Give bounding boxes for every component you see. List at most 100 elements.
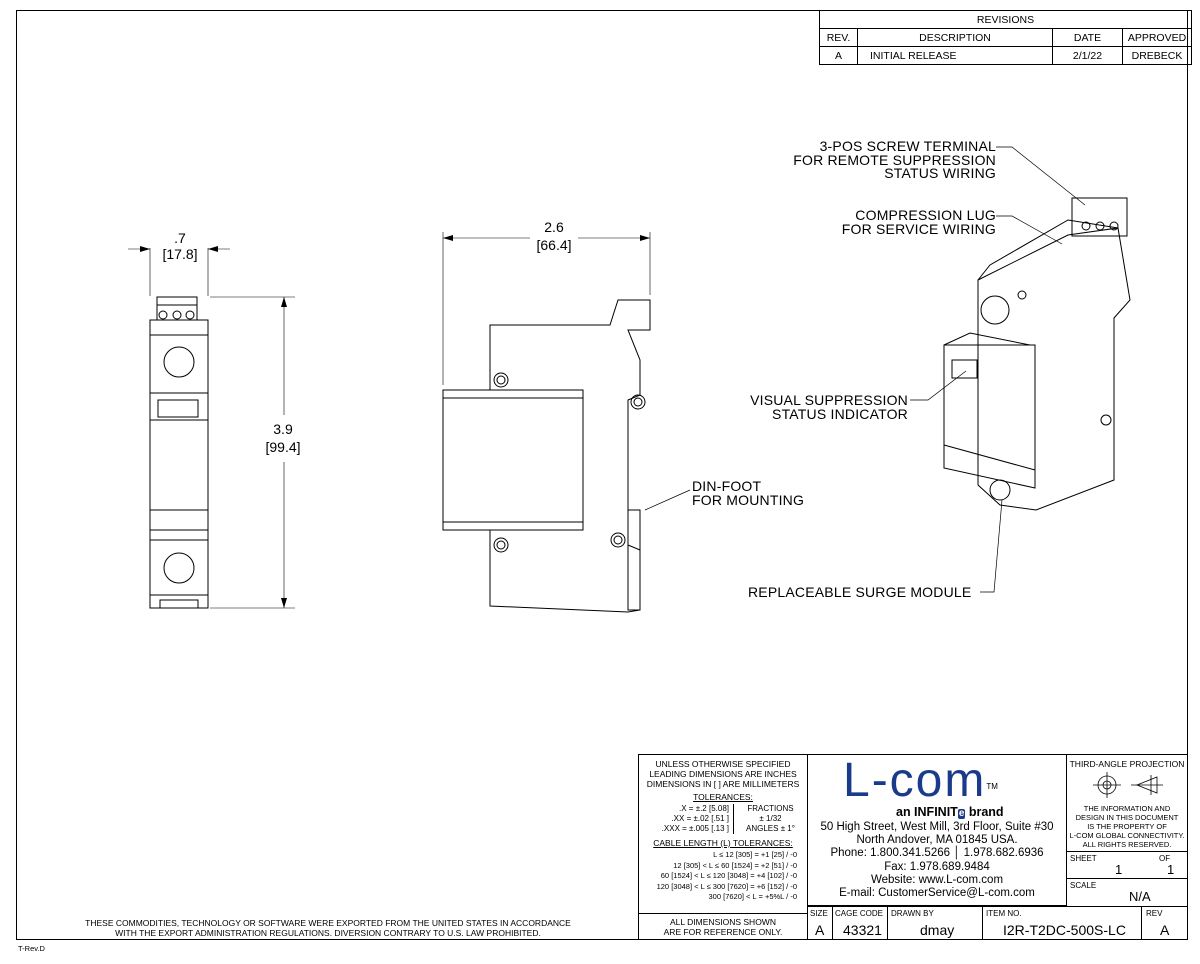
callout-line: FOR MOUNTING bbox=[692, 491, 805, 508]
template-revision: T-Rev.D bbox=[18, 944, 45, 953]
callout-line: FOR SERVICE WIRING bbox=[841, 220, 996, 237]
scale-value: N/A bbox=[1129, 889, 1151, 904]
drawn-by-value: dmay bbox=[920, 922, 955, 938]
notice-line: L-COM GLOBAL CONNECTIVITY. bbox=[1069, 831, 1185, 840]
company-contact: 50 High Street, West Mill, 3rd Floor, Su… bbox=[808, 821, 1066, 900]
surge-module-callout: REPLACEABLE SURGE MODULE bbox=[748, 584, 972, 600]
fractions-title: FRACTIONS bbox=[747, 804, 794, 813]
status-indicator-callout: VISUAL SUPPRESSION STATUS INDICATOR bbox=[730, 392, 908, 422]
side-view bbox=[442, 299, 651, 613]
header-line: DIMENSIONS IN [ ] ARE MILLIMETERS bbox=[646, 779, 800, 789]
rev-cell-block: REV A bbox=[1141, 906, 1188, 940]
cable-tolerance: 12 [305] < L ≤ 60 [1524] = +2 [51] / -0 bbox=[673, 860, 797, 870]
callout-line: COMPRESSION LUG bbox=[855, 207, 996, 223]
address-line: 50 High Street, West Mill, 3rd Floor, Su… bbox=[820, 821, 1054, 833]
reference-note: ALL DIMENSIONS SHOWN ARE FOR REFERENCE O… bbox=[639, 913, 807, 939]
scale-block: SCALE N/A bbox=[1066, 878, 1188, 907]
drawn-by-cell: DRAWN BY dmay bbox=[887, 906, 983, 940]
of-value: 1 bbox=[1167, 862, 1175, 877]
sheet-value: 1 bbox=[1115, 862, 1123, 877]
rev-value: A bbox=[1160, 922, 1170, 938]
approved-cell: DREBECK bbox=[1122, 46, 1192, 65]
export-notice: THESE COMMODITIES, TECHNOLOGY OR SOFTWAR… bbox=[20, 918, 636, 938]
tagline-text: brand bbox=[965, 805, 1004, 819]
tagline-mark: e bbox=[957, 808, 966, 819]
din-foot-callout: DIN-FOOT FOR MOUNTING bbox=[692, 478, 822, 508]
rev-label: REV bbox=[1146, 909, 1163, 918]
callout-line: DIN-FOOT bbox=[692, 478, 762, 494]
callout-line: STATUS INDICATOR bbox=[772, 405, 908, 422]
approved-header: APPROVED bbox=[1122, 28, 1192, 47]
export-line: WITH THE EXPORT ADMINISTRATION REGULATIO… bbox=[115, 928, 541, 938]
size-cell: SIZE A bbox=[807, 906, 833, 940]
company-tagline: an INFINITe brand bbox=[896, 805, 1004, 819]
decimal-tolerance: .XX = ±.02 [.51 ] bbox=[671, 814, 729, 823]
size-value: A bbox=[815, 922, 825, 938]
projection-title: THIRD-ANGLE PROJECTION bbox=[1069, 759, 1185, 769]
tolerance-values: .X = ±.2 [5.08] .XX = ±.02 [.51 ] .XXX =… bbox=[639, 804, 807, 834]
width-inches: .7 bbox=[174, 230, 186, 246]
screw-terminal-callout: 3-POS SCREW TERMINAL FOR REMOTE SUPPRESS… bbox=[770, 138, 996, 181]
sheet-label: SHEET bbox=[1070, 854, 1097, 863]
tolerances-block: UNLESS OTHERWISE SPECIFIED LEADING DIMEN… bbox=[638, 754, 808, 940]
cable-tolerance: 60 [1524] < L ≤ 120 [3048] = +4 [102] / … bbox=[660, 871, 797, 880]
cable-tolerance-title: CABLE LENGTH (L) TOLERANCES: bbox=[653, 838, 793, 848]
depth-dimension: 2.6 [66.4] bbox=[530, 218, 578, 254]
notice-line: IS THE PROPERTY OF bbox=[1087, 822, 1167, 831]
ownership-notice: THE INFORMATION AND DESIGN IN THIS DOCUM… bbox=[1067, 804, 1187, 849]
logo-text: L-com bbox=[843, 754, 987, 807]
cable-tolerances: L ≤ 12 [305] = +1 [25] / -0 12 [305] < L… bbox=[639, 850, 807, 903]
rev-header: REV. bbox=[819, 28, 858, 47]
header-line: LEADING DIMENSIONS ARE INCHES bbox=[649, 769, 797, 779]
revisions-table: REVISIONS REV. DESCRIPTION DATE APPROVED… bbox=[819, 10, 1192, 65]
company-block: L-comTM an INFINITe brand 50 High Street… bbox=[807, 754, 1067, 906]
width-dimension: .7 [17.8] bbox=[162, 230, 198, 262]
sheet-block: SHEET 1 OF 1 bbox=[1066, 851, 1188, 879]
cage-code-label: CAGE CODE bbox=[835, 909, 884, 918]
callout-line: VISUAL SUPPRESSION bbox=[750, 392, 908, 408]
callout-line: STATUS WIRING bbox=[884, 165, 996, 181]
item-number-cell: ITEM NO. I2R-T2DC-500S-LC bbox=[982, 906, 1142, 940]
drawing-border bbox=[16, 10, 1188, 940]
callout-line: FOR REMOTE SUPPRESSION bbox=[793, 151, 996, 168]
size-label: SIZE bbox=[810, 909, 828, 918]
website: Website: www.L-com.com bbox=[870, 873, 1004, 886]
projection-block: THIRD-ANGLE PROJECTION THE INFORMATION A… bbox=[1066, 754, 1188, 852]
height-mm: [99.4] bbox=[265, 439, 301, 455]
header-line: UNLESS OTHERWISE SPECIFIED bbox=[655, 759, 791, 769]
tolerance-header: UNLESS OTHERWISE SPECIFIED LEADING DIMEN… bbox=[639, 759, 807, 789]
callout-line: 3-POS SCREW TERMINAL bbox=[819, 138, 996, 154]
depth-inches: 2.6 bbox=[544, 219, 564, 235]
item-number-label: ITEM NO. bbox=[986, 909, 1022, 918]
height-dimension: 3.9 [99.4] bbox=[260, 420, 306, 456]
address-line: North Andover, MA 01845 USA. bbox=[856, 834, 1018, 847]
width-mm: [17.8] bbox=[162, 246, 198, 262]
cage-code-value: 43321 bbox=[843, 922, 882, 938]
notice-line: ALL RIGHTS RESERVED. bbox=[1082, 840, 1172, 849]
export-line: THESE COMMODITIES, TECHNOLOGY OR SOFTWAR… bbox=[85, 918, 571, 928]
of-label: OF bbox=[1159, 854, 1171, 863]
compression-lug-callout: COMPRESSION LUG FOR SERVICE WIRING bbox=[800, 207, 996, 237]
reference-line: ARE FOR REFERENCE ONLY. bbox=[663, 927, 783, 937]
decimal-tolerance: .XXX = ±.005 [.13 ] bbox=[661, 824, 729, 833]
angle-tolerance: ANGLES ± 1° bbox=[746, 824, 795, 833]
third-angle-projection-icon bbox=[1093, 772, 1163, 798]
item-number-value: I2R-T2DC-500S-LC bbox=[1003, 922, 1126, 938]
depth-mm: [66.4] bbox=[536, 237, 572, 253]
scale-label: SCALE bbox=[1070, 881, 1097, 890]
lcom-logo: L-comTM bbox=[843, 757, 998, 805]
date-cell: 2/1/22 bbox=[1052, 46, 1123, 65]
description-cell: INITIAL RELEASE bbox=[857, 46, 1053, 65]
trademark: TM bbox=[986, 782, 998, 791]
fax: Fax: 1.978.689.9484 bbox=[884, 860, 990, 873]
cable-tolerance: 120 [3048] < L ≤ 300 [7620] = +6 [152] /… bbox=[656, 881, 797, 891]
reference-line: ALL DIMENSIONS SHOWN bbox=[670, 917, 776, 927]
tagline-text: an INFINIT bbox=[896, 805, 958, 819]
cable-tolerance: 300 [7620] < L = +5%L / -0 bbox=[708, 892, 797, 901]
front-view bbox=[149, 296, 209, 609]
drawn-by-label: DRAWN BY bbox=[891, 909, 934, 918]
notice-line: DESIGN IN THIS DOCUMENT bbox=[1075, 813, 1179, 822]
email: E-mail: CustomerService@L-com.com bbox=[839, 887, 1035, 900]
notice-line: THE INFORMATION AND bbox=[1083, 804, 1171, 813]
